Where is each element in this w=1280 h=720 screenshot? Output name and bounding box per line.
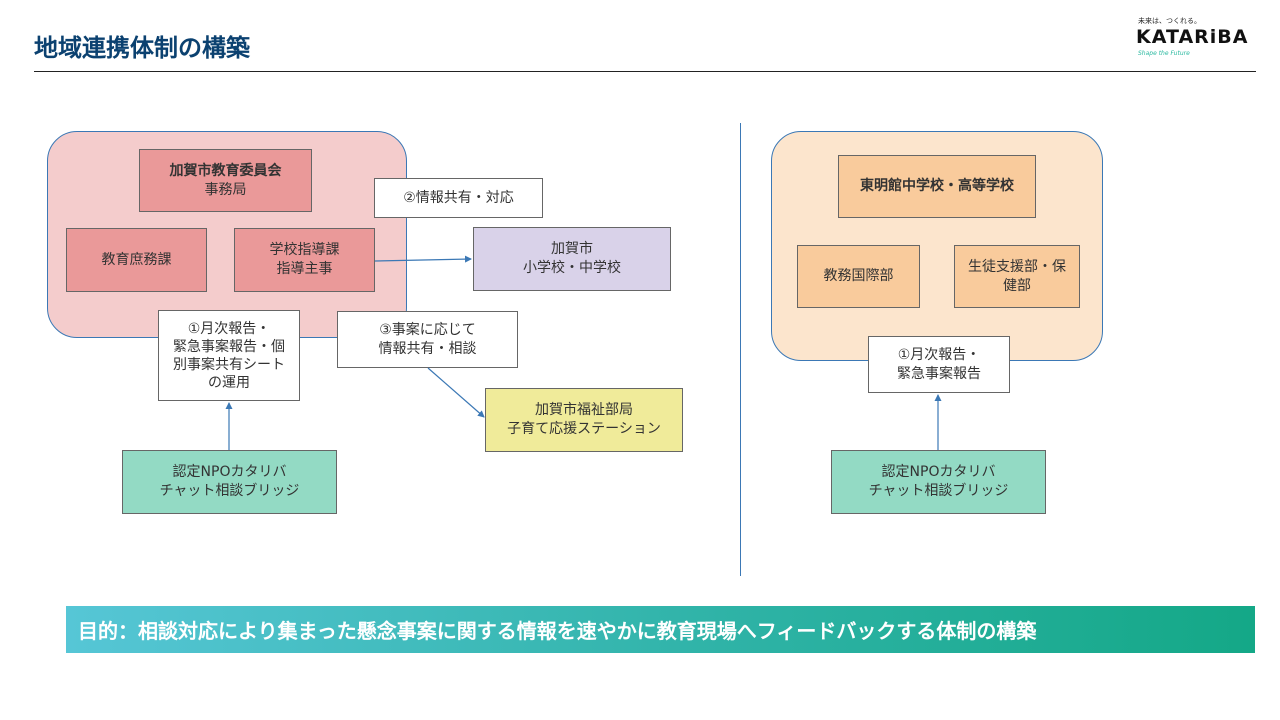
npo-right-line1: 認定NPOカタリバ (881, 464, 996, 480)
guidance-line2: 指導主事 (276, 261, 333, 277)
monthly-report-label-box-right: ①月次報告・ 緊急事案報告 (868, 336, 1010, 393)
student-support-line2: 健部 (1003, 277, 1031, 294)
welfare-box: 加賀市福祉部局 子育て応援ステーション (485, 388, 683, 452)
title-divider (34, 71, 1256, 72)
purpose-banner: 目的：相談対応により集まった懸念事案に関する情報を速やかに教育現場へフィードバッ… (66, 606, 1255, 653)
board-name: 加賀市教育委員会 (169, 162, 282, 179)
consult-label-box: ③事案に応じて 情報共有・相談 (337, 311, 518, 368)
student-support-box: 生徒支援部・保 健部 (954, 245, 1080, 308)
report-right-line2: 緊急事案報告 (897, 365, 981, 382)
npo-right-line2: チャット相談ブリッジ (868, 483, 1009, 499)
general-affairs-box: 教育庶務課 (66, 228, 207, 292)
report-line4: の運用 (208, 374, 250, 391)
general-affairs-label: 教育庶務課 (101, 251, 172, 268)
report-right-line1: ①月次報告・ (897, 346, 981, 363)
schools-city: 加賀市 (551, 241, 593, 257)
welfare-line1: 加賀市福祉部局 (535, 402, 633, 418)
info-share-label: ②情報共有・対応 (403, 189, 514, 206)
toumeikan-school-box: 東明館中学校・高等学校 (838, 155, 1036, 218)
katariba-logo: 未来は、つくれる。 KATARiBA Shape the Future (1136, 16, 1248, 60)
info-share-label-box: ②情報共有・対応 (374, 178, 543, 218)
report-line1: ①月次報告・ (187, 320, 271, 337)
academic-affairs-box: 教務国際部 (797, 245, 920, 308)
arrow-guidance-to-schools (374, 255, 472, 263)
npo-box-left: 認定NPOカタリバ チャット相談ブリッジ (122, 450, 337, 514)
page-title: 地域連携体制の構築 (34, 34, 250, 62)
npo-left-line1: 認定NPOカタリバ (172, 464, 287, 480)
report-line3: 別事案共有シート (173, 356, 285, 373)
academic-affairs-label: 教務国際部 (823, 268, 894, 284)
monthly-report-label-box: ①月次報告・ 緊急事案報告・個 別事案共有シート の運用 (158, 310, 300, 401)
schools-levels: 小学校・中学校 (523, 260, 621, 276)
section-divider (740, 123, 741, 576)
report-line2: 緊急事案報告・個 (173, 338, 285, 355)
arrow-consult-to-welfare (427, 367, 485, 418)
consult-line1: ③事案に応じて (379, 321, 476, 338)
board-office: 事務局 (204, 181, 247, 198)
logo-tagline: 未来は、つくれる。 (1138, 17, 1201, 25)
consult-line2: 情報共有・相談 (378, 340, 477, 357)
schools-box: 加賀市 小学校・中学校 (473, 227, 671, 291)
npo-box-right: 認定NPOカタリバ チャット相談ブリッジ (831, 450, 1046, 514)
welfare-line2: 子育て応援ステーション (507, 421, 661, 437)
purpose-text: 目的：相談対応により集まった懸念事案に関する情報を速やかに教育現場へフィードバッ… (78, 619, 1037, 643)
guidance-line1: 学校指導課 (269, 242, 340, 258)
logo-wordmark: KATARiBA (1136, 26, 1249, 48)
guidance-box: 学校指導課 指導主事 (234, 228, 375, 292)
npo-left-line2: チャット相談ブリッジ (159, 483, 300, 499)
school-name: 東明館中学校・高等学校 (860, 178, 1014, 194)
logo-subline: Shape the Future (1138, 50, 1190, 57)
board-of-education-box: 加賀市教育委員会 事務局 (139, 149, 312, 212)
student-support-line1: 生徒支援部・保 (968, 258, 1066, 275)
